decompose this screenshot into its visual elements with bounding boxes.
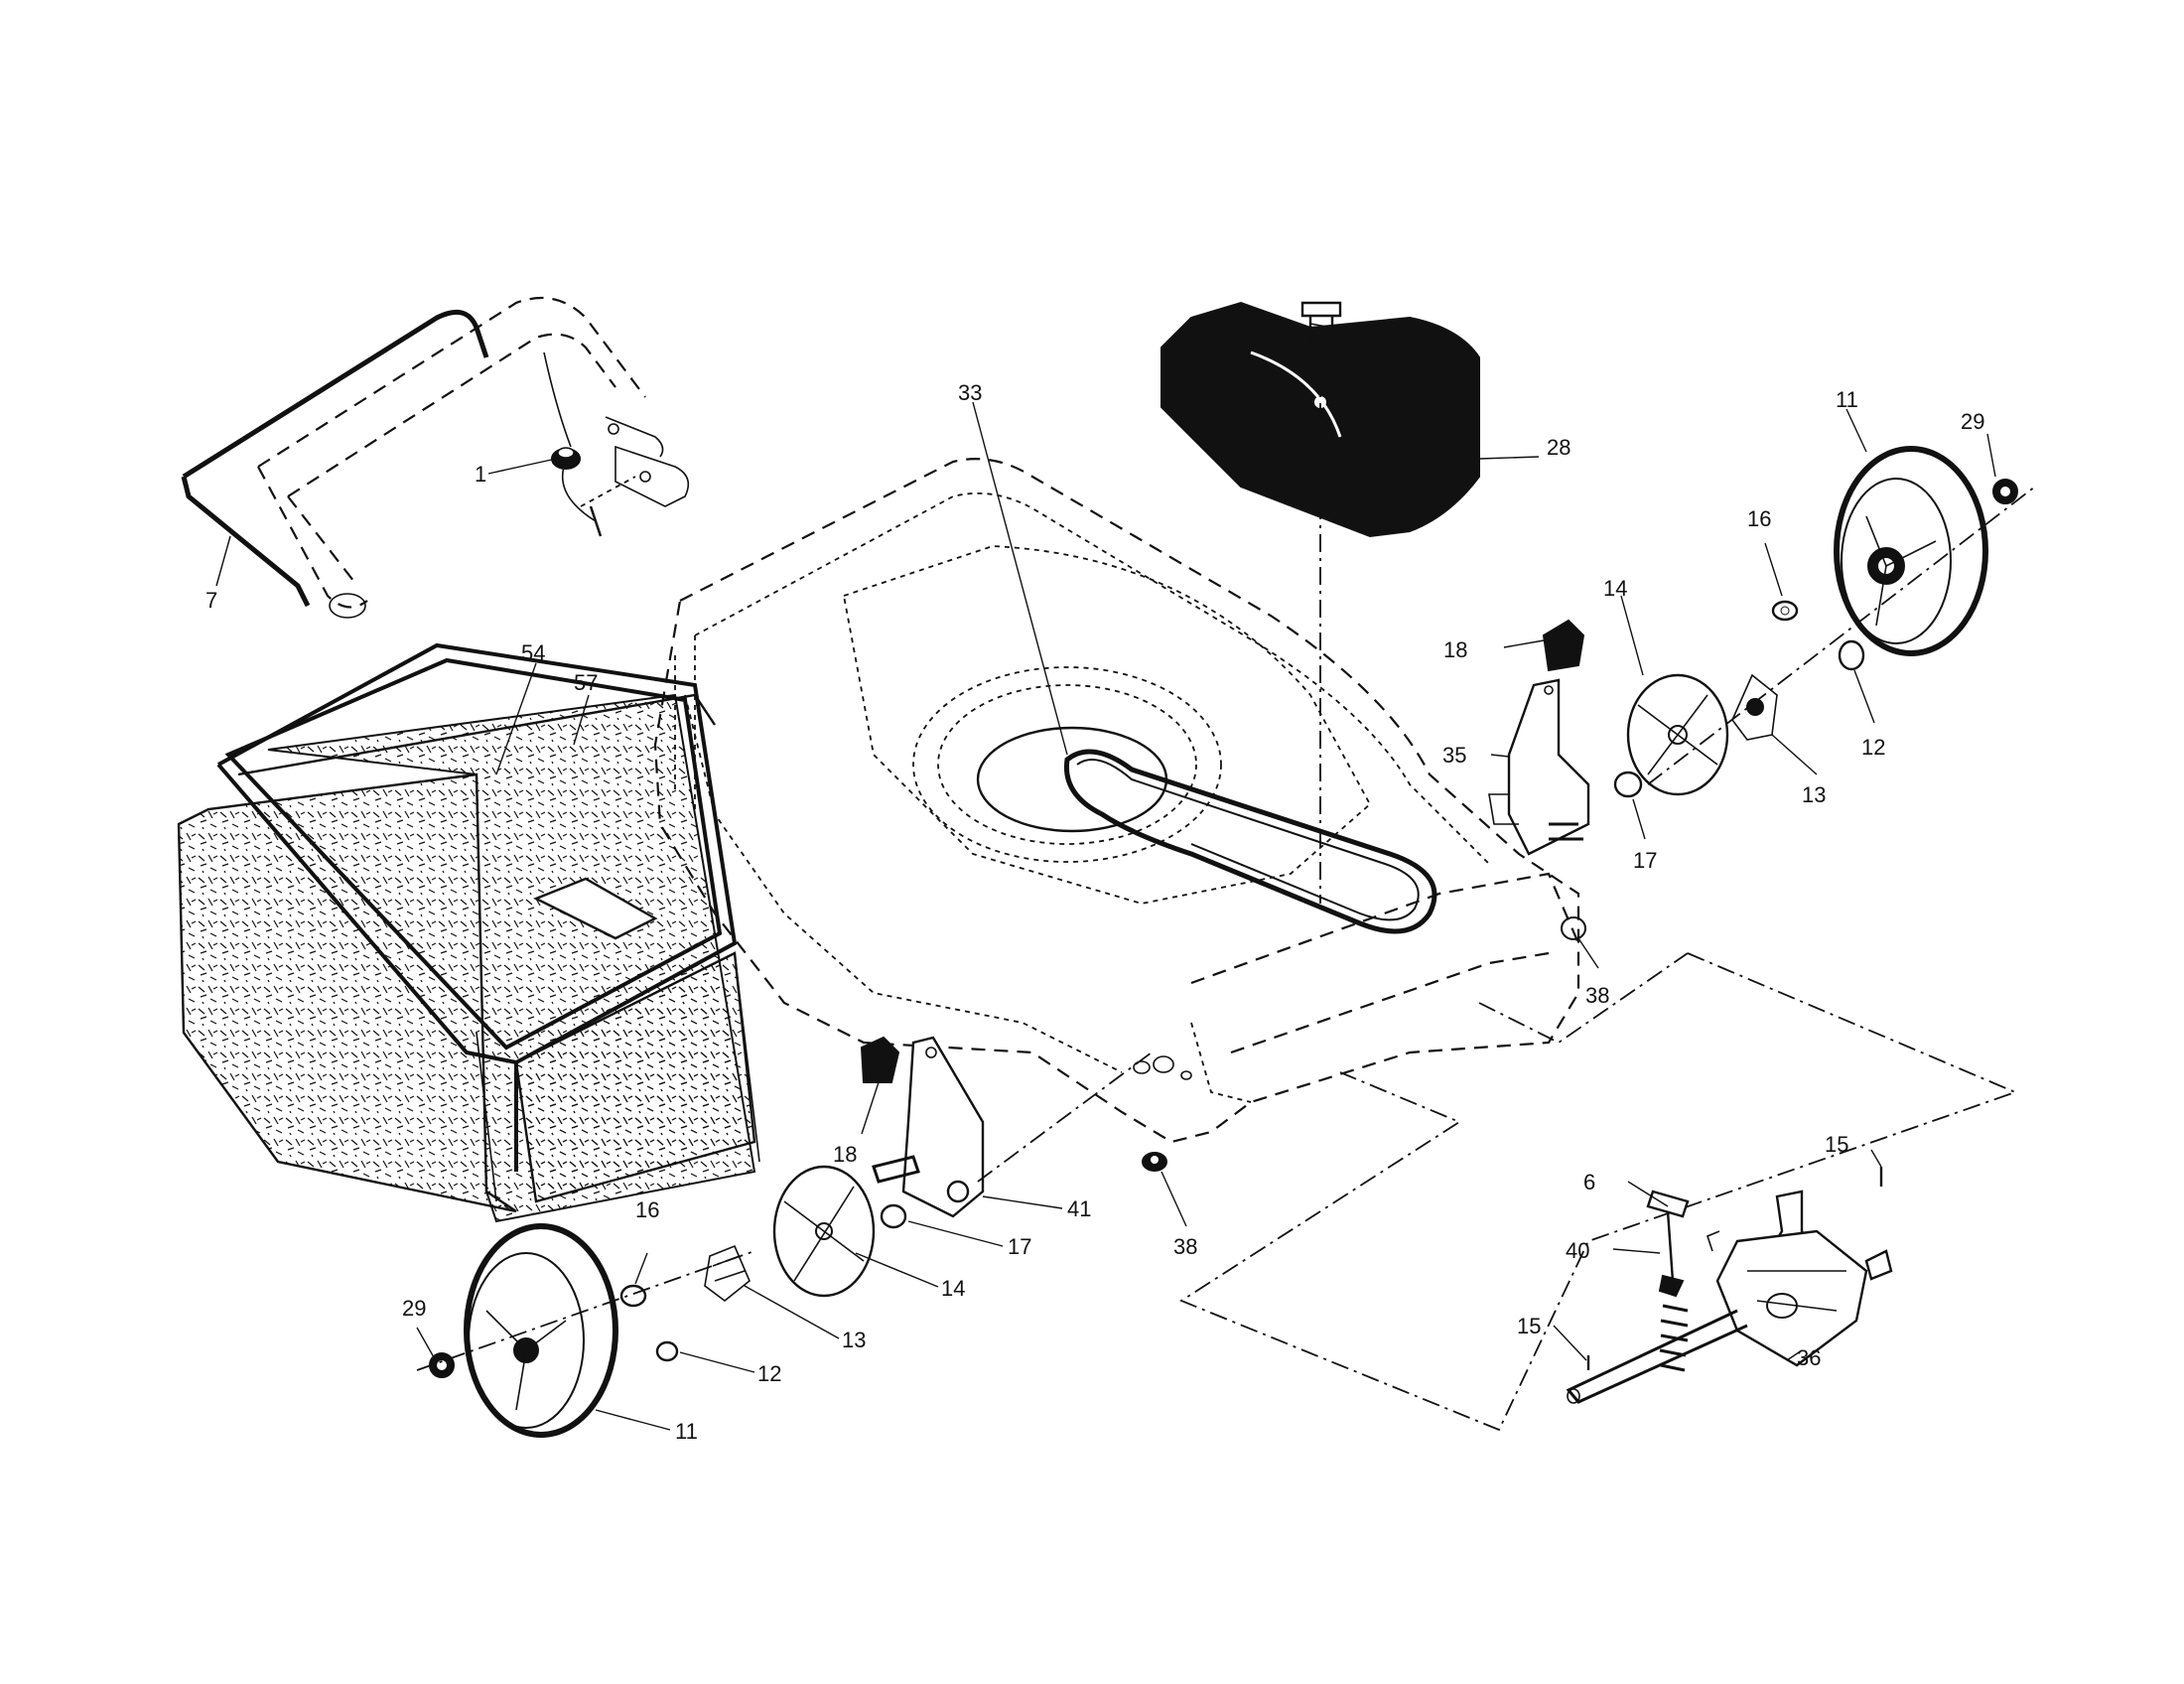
callout-14-left: 14 <box>941 1276 965 1301</box>
callout-1: 1 <box>475 462 486 487</box>
callout-38-left: 38 <box>1173 1234 1197 1259</box>
left-height-adjuster <box>860 1036 1192 1218</box>
callout-14-right: 14 <box>1603 576 1627 601</box>
callout-54: 54 <box>521 640 545 665</box>
callout-6: 6 <box>1583 1170 1595 1194</box>
handle-assembly <box>181 296 690 619</box>
callout-11-right: 11 <box>1836 387 1858 412</box>
callout-15-lower: 15 <box>1517 1314 1541 1338</box>
mower-deck <box>653 458 1580 1144</box>
callout-33: 33 <box>958 380 982 405</box>
callout-36: 36 <box>1797 1345 1821 1370</box>
callout-57: 57 <box>574 670 598 695</box>
right-wheel-assembly <box>1613 446 2036 798</box>
callout-16-right: 16 <box>1747 506 1771 531</box>
right-height-adjuster <box>1488 619 1590 940</box>
callout-40: 40 <box>1566 1238 1589 1263</box>
callout-13-left: 13 <box>842 1328 866 1352</box>
left-wheel-assembly <box>416 1165 907 1438</box>
callout-12-left: 12 <box>757 1361 781 1386</box>
callout-29-right: 29 <box>1961 409 1984 434</box>
callout-12-right: 12 <box>1861 735 1885 760</box>
callout-11-left: 11 <box>675 1419 698 1444</box>
callout-27: 27 <box>1390 315 1414 340</box>
drive-belt <box>1063 749 1437 934</box>
callout-29-left: 29 <box>402 1296 426 1321</box>
callout-35: 35 <box>1442 743 1466 768</box>
callout-28: 28 <box>1547 435 1570 460</box>
callout-13-right: 13 <box>1802 782 1826 807</box>
cable-clip <box>543 351 636 537</box>
callout-18-left: 18 <box>833 1142 857 1167</box>
transmission-assembly <box>1179 952 2018 1432</box>
grass-catcher-bag <box>177 642 760 1223</box>
callout-41: 41 <box>1067 1196 1091 1221</box>
callout-labels: 1 7 54 57 33 27 28 11 29 16 14 18 35 13 … <box>205 315 1984 1444</box>
callout-17-right: 17 <box>1633 848 1657 873</box>
leader-lines <box>215 325 1996 1431</box>
callout-18-right: 18 <box>1443 637 1467 662</box>
callout-7: 7 <box>205 588 217 613</box>
callout-17-left: 17 <box>1008 1234 1031 1259</box>
callout-16-left: 16 <box>635 1197 659 1222</box>
callout-38-right: 38 <box>1585 983 1609 1008</box>
engine-cover <box>1160 301 1480 904</box>
callout-15-upper: 15 <box>1825 1132 1848 1157</box>
